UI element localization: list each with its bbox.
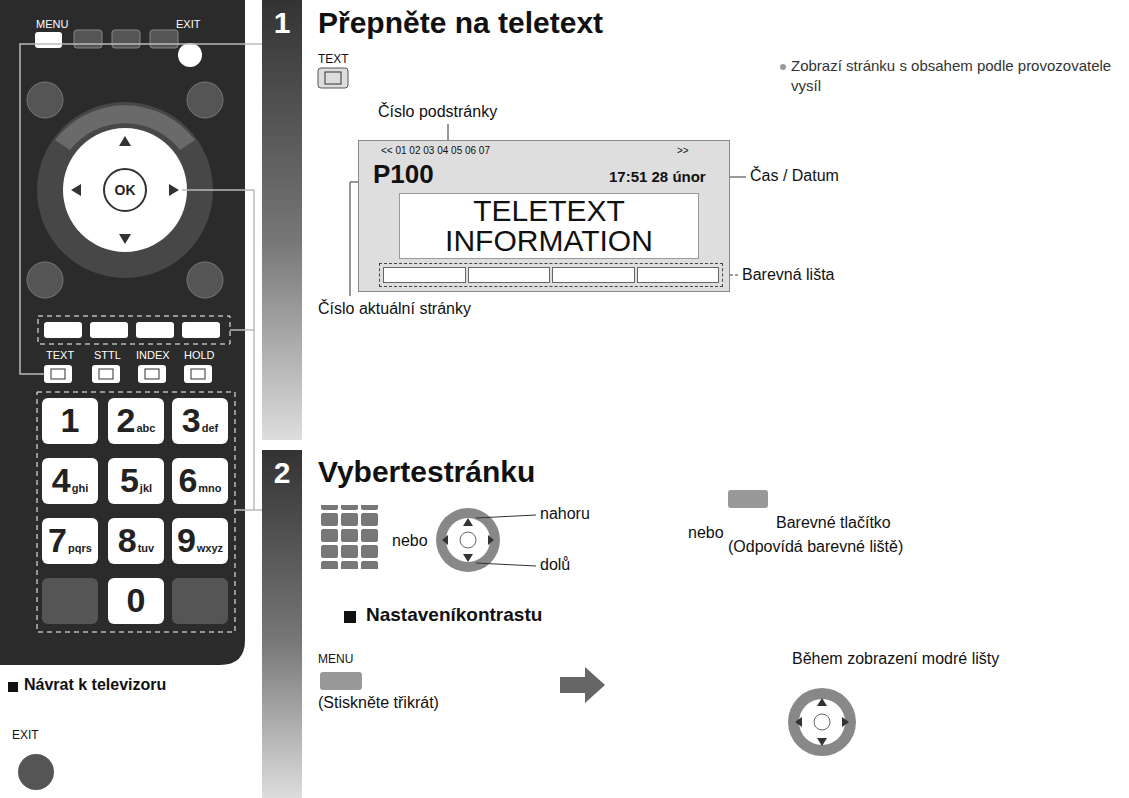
label-text: Číslo podstránky [378,103,497,121]
teletext-screen: << 01 02 03 04 05 06 07 >> P100 17:51 28 ún… [358,140,730,292]
node-text: P100 [373,159,434,190]
node-text: 2 [262,456,302,490]
remote-key: 2abc [108,398,164,444]
label-text: nebo [392,532,428,550]
remote-key: 5jkl [108,458,164,504]
label-text: Nastaveníkontrastu [366,604,542,626]
label-text: TEXT [46,349,74,361]
node-text: 0 [127,580,146,620]
label-text: Návrat k televizoru [24,676,166,694]
label-text: TEXT [318,52,349,66]
label-text: Číslo aktuální stránky [318,300,471,318]
remote-key: 7pqrs [42,518,98,564]
colour-bar-cell [637,267,720,283]
label-text: MENU [318,652,353,666]
node-text: >> [677,145,689,156]
label-text: Vybertestránku [318,455,535,489]
step-band: 1 [262,0,302,440]
node-text: 9 [177,520,196,560]
colour-bar [379,263,723,287]
teletext-page: TELETEXT INFORMATION [399,193,699,259]
remote-key: 1 [42,398,98,444]
node-text: pqrs [68,542,92,554]
label-text: INDEX [136,349,170,361]
node-text: 6 [178,460,197,500]
node-text: 5 [120,460,139,500]
remote-key: 0 [108,578,164,624]
node-text: abc [136,422,155,434]
node-text: ghi [72,482,89,494]
node-text: jkl [140,482,152,494]
node-text: 17:51 28 únor [609,168,706,185]
remote-key: 4ghi [42,458,98,504]
node-text: << 01 02 03 04 05 06 07 [381,145,490,156]
label-text: HOLD [184,349,215,361]
colour-bar-cell [383,267,466,283]
node-text: wxyz [197,542,223,554]
label-text: MENU [36,18,68,30]
ok-button: OK [103,168,147,212]
label-text: (Odpovídá barevné liště) [728,538,903,556]
label-text: STTL [94,349,121,361]
label-text: nebo [688,524,724,542]
label-text: Barevné tlačítko [776,514,891,532]
label-text: Přepněte na teletext [318,6,603,40]
node-text: 2 [117,400,136,440]
node-text: 3 [182,400,201,440]
label-text: EXIT [176,18,200,30]
label-text: (Stiskněte třikrát) [318,694,439,712]
node-text: OK [115,182,136,198]
label-text: nahoru [540,505,590,523]
node-text: 1 [61,400,80,440]
remote-key: 9wxyz [172,518,228,564]
node-text: 1 [262,6,302,40]
node-text: TELETEXT INFORMATION [406,196,692,256]
colour-bar-cell [468,267,551,283]
remote-key: 6mno [172,458,228,504]
label-text: Barevná lišta [742,266,835,284]
node-text: 7 [48,520,67,560]
remote-key: 8tuv [108,518,164,564]
label-text: Během zobrazení modré lišty [792,650,999,668]
label-text: dolů [540,556,570,574]
label-text: Zobrazí stránku s obsahem podle provozov… [791,56,1125,96]
step-band: 2 [262,450,302,798]
node-text: mno [198,482,221,494]
node-text: 4 [52,460,71,500]
remote-key: 3def [172,398,228,444]
colour-bar-cell [552,267,635,283]
label-text: EXIT [12,728,39,742]
node-text: 8 [118,520,137,560]
node-text: def [202,422,219,434]
label-text: Čas / Datum [750,167,839,185]
node-text: tuv [138,542,155,554]
